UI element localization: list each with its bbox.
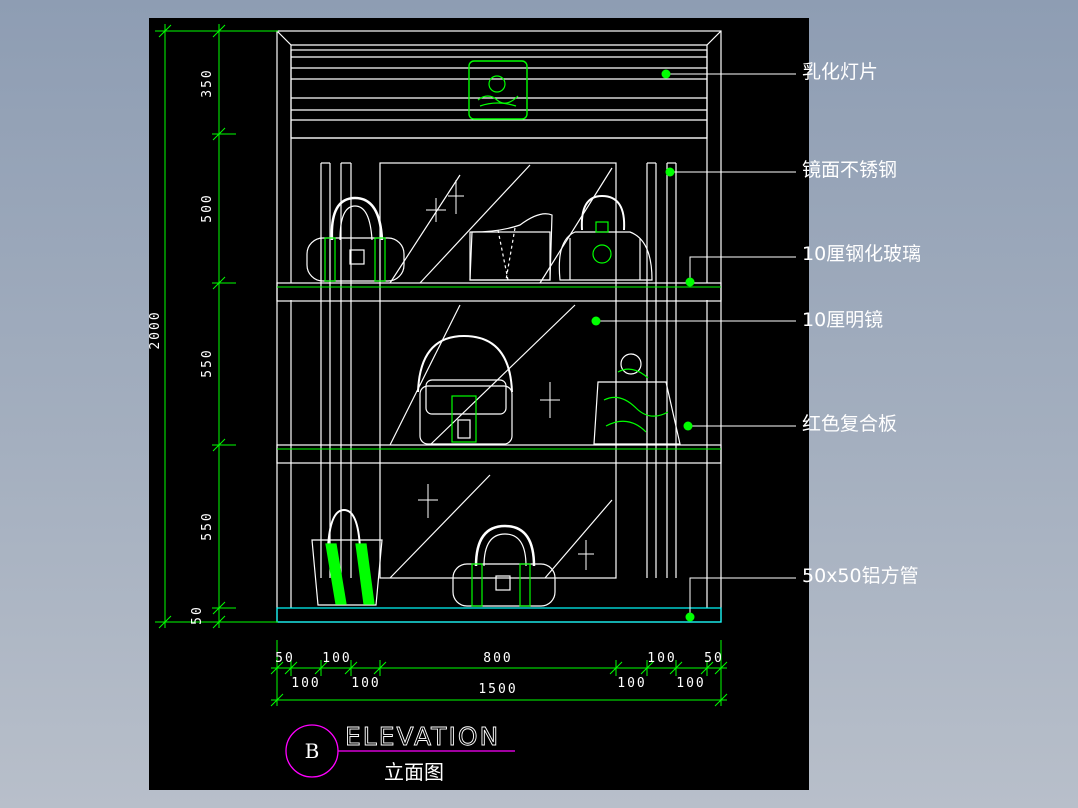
shelf-bottom-glass	[276, 607, 722, 623]
callout-leaders	[596, 73, 796, 617]
handbag-7	[452, 524, 556, 607]
handbag-6	[311, 508, 383, 606]
mirror-panel	[379, 162, 617, 579]
dim-top-4: 50	[704, 651, 724, 666]
dim-top-0: 50	[275, 651, 295, 666]
dim-vertical-1: 500	[200, 193, 215, 222]
title-english: ELEVATION	[345, 722, 500, 751]
callout-tempered-glass: 10厘钢化玻璃	[802, 243, 921, 265]
dim-top-1: 100	[322, 651, 351, 666]
vertical-dimensions	[155, 24, 278, 629]
handbag-5	[593, 353, 681, 445]
drawing-canvas	[149, 18, 809, 790]
dim-bottom-2: 100	[617, 676, 646, 691]
cabinet-elevation	[276, 30, 722, 623]
dim-vertical-3: 550	[200, 511, 215, 540]
callout-dots	[591, 69, 695, 622]
dim-vertical-2: 550	[200, 348, 215, 377]
dim-horizontal-total: 1500	[478, 682, 517, 697]
shelf-upper	[276, 282, 722, 302]
light-box	[290, 49, 708, 139]
dim-bottom-0: 100	[291, 676, 320, 691]
title-block: B ELEVATION 立面图	[285, 722, 515, 784]
handbag-3	[558, 194, 653, 281]
mirror-sparkles	[418, 180, 594, 570]
handbag-4	[417, 334, 513, 445]
title-chinese: 立面图	[384, 760, 444, 784]
dim-vertical-0: 350	[200, 68, 215, 97]
callout-red-composite: 红色复合板	[802, 413, 897, 435]
callout-mirror-steel: 镜面不锈钢	[802, 159, 897, 181]
dim-top-2: 800	[483, 651, 512, 666]
stainless-posts	[290, 162, 708, 608]
handbag-1	[306, 196, 405, 282]
dim-bottom-3: 100	[676, 676, 705, 691]
dim-bottom-1: 100	[351, 676, 380, 691]
section-tag: B	[305, 739, 320, 763]
callout-aluminum-tube: 50x50铝方管	[802, 565, 919, 587]
handbag-2	[469, 213, 553, 281]
dim-vertical-4: 50	[190, 605, 205, 625]
shelves	[276, 282, 722, 623]
callout-light-film: 乳化灯片	[802, 61, 878, 83]
dim-vertical-total: 2000	[148, 310, 163, 349]
callout-clear-mirror: 10厘明镜	[802, 309, 883, 331]
horizontal-dimensions	[270, 640, 728, 707]
shelf-middle	[276, 444, 722, 464]
dim-top-3: 100	[647, 651, 676, 666]
brand-logo	[468, 60, 528, 120]
